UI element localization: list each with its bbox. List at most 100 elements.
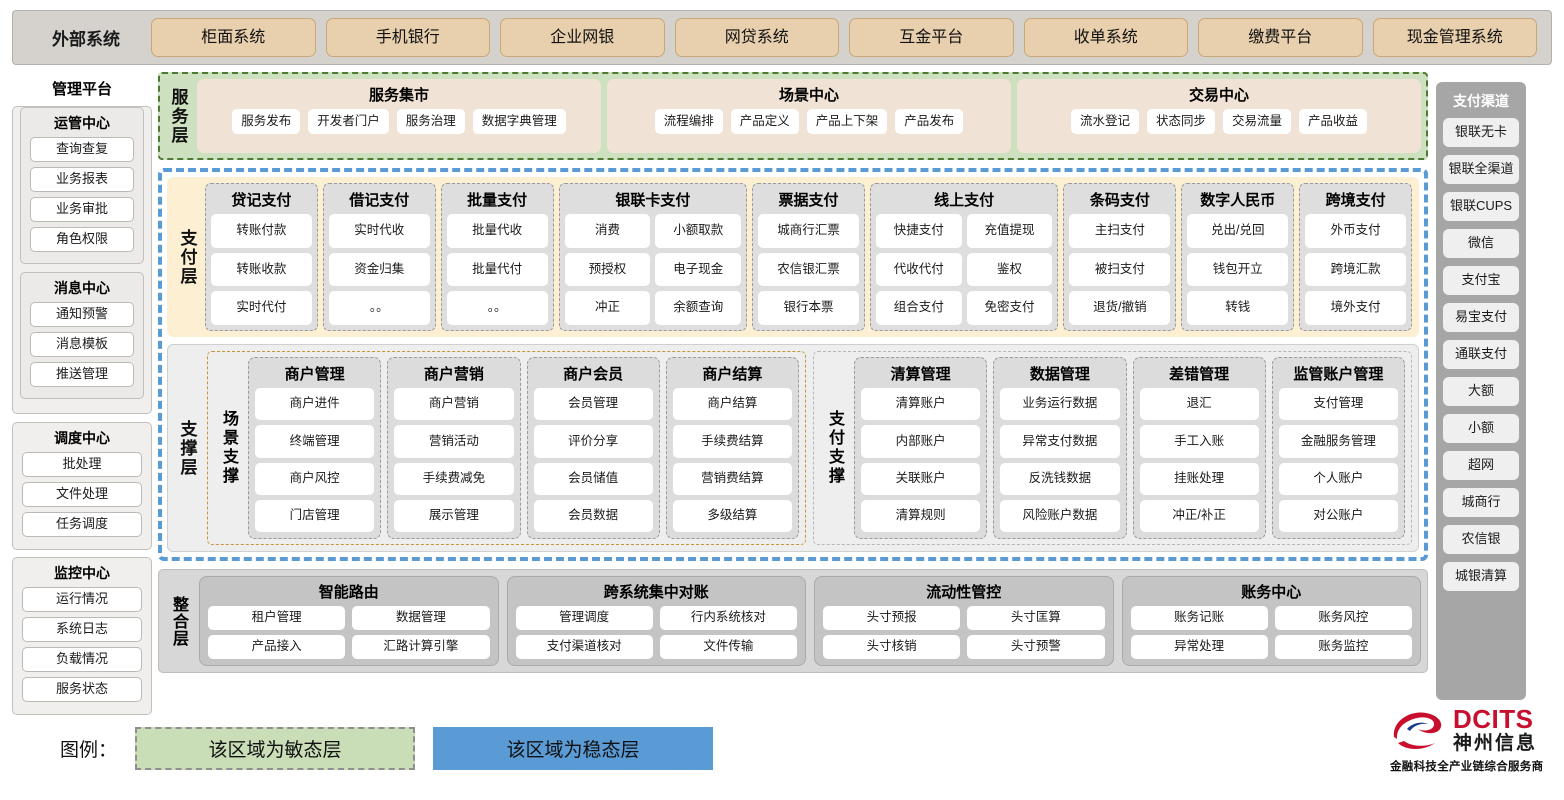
external-system-chip[interactable]: 企业网银 <box>500 18 665 57</box>
integration-item[interactable]: 数据管理 <box>352 606 489 630</box>
payment-item[interactable]: 城商行汇票 <box>758 214 859 248</box>
payment-item[interactable]: 免密支付 <box>967 291 1053 325</box>
integration-item[interactable]: 租户管理 <box>208 606 345 630</box>
support-item[interactable]: 清算账户 <box>861 388 980 420</box>
payment-channel-item[interactable]: 银联全渠道 <box>1443 155 1519 184</box>
sidebar-item[interactable]: 业务报表 <box>30 167 134 192</box>
support-item[interactable]: 门店管理 <box>255 500 374 532</box>
support-item[interactable]: 会员管理 <box>534 388 653 420</box>
payment-item[interactable]: 冲正 <box>565 291 651 325</box>
payment-channel-item[interactable]: 银联CUPS <box>1443 192 1519 221</box>
support-item[interactable]: 个人账户 <box>1279 463 1398 495</box>
integration-item[interactable]: 异常处理 <box>1131 635 1268 659</box>
sidebar-item[interactable]: 系统日志 <box>22 617 142 642</box>
payment-channel-item[interactable]: 银联无卡 <box>1443 118 1519 147</box>
payment-channel-item[interactable]: 超网 <box>1443 451 1519 480</box>
external-system-chip[interactable]: 收单系统 <box>1024 18 1189 57</box>
support-item[interactable]: 风险账户数据 <box>1000 500 1119 532</box>
support-item[interactable]: 评价分享 <box>534 425 653 457</box>
support-item[interactable]: 商户进件 <box>255 388 374 420</box>
payment-item[interactable]: 主扫支付 <box>1069 214 1170 248</box>
payment-item[interactable]: 退货/撤销 <box>1069 291 1170 325</box>
integration-item[interactable]: 账务风控 <box>1275 606 1412 630</box>
integration-item[interactable]: 产品接入 <box>208 635 345 659</box>
integration-item[interactable]: 账务监控 <box>1275 635 1412 659</box>
support-item[interactable]: 展示管理 <box>394 500 513 532</box>
payment-item[interactable]: 转账付款 <box>211 214 312 248</box>
service-item[interactable]: 产品收益 <box>1299 109 1367 134</box>
support-item[interactable]: 挂账处理 <box>1140 463 1259 495</box>
sidebar-item[interactable]: 负载情况 <box>22 647 142 672</box>
integration-item[interactable]: 头寸匡算 <box>967 606 1104 630</box>
payment-channel-item[interactable]: 通联支付 <box>1443 340 1519 369</box>
payment-channel-item[interactable]: 城银清算 <box>1443 562 1519 591</box>
support-item[interactable]: 会员储值 <box>534 463 653 495</box>
payment-item[interactable]: 转账收款 <box>211 253 312 287</box>
payment-item[interactable]: 组合支付 <box>876 291 962 325</box>
external-system-chip[interactable]: 柜面系统 <box>151 18 316 57</box>
payment-item[interactable]: 兑出/兑回 <box>1187 214 1288 248</box>
sidebar-item[interactable]: 角色权限 <box>30 227 134 252</box>
payment-item[interactable]: 消费 <box>565 214 651 248</box>
support-item[interactable]: 手工入账 <box>1140 425 1259 457</box>
payment-item[interactable]: 银行本票 <box>758 291 859 325</box>
support-item[interactable]: 反洗钱数据 <box>1000 463 1119 495</box>
payment-channel-item[interactable]: 大额 <box>1443 377 1519 406</box>
support-item[interactable]: 手续费减免 <box>394 463 513 495</box>
service-item[interactable]: 交易流量 <box>1223 109 1291 134</box>
support-item[interactable]: 支付管理 <box>1279 388 1398 420</box>
payment-item[interactable]: 。。 <box>329 291 430 325</box>
payment-item[interactable]: 余额查询 <box>655 291 741 325</box>
integration-item[interactable]: 头寸预报 <box>823 606 960 630</box>
sidebar-item[interactable]: 通知预警 <box>30 302 134 327</box>
sidebar-item[interactable]: 任务调度 <box>22 512 142 537</box>
payment-item[interactable]: 批量代付 <box>447 253 548 287</box>
service-item[interactable]: 流程编排 <box>655 109 723 134</box>
payment-channel-item[interactable]: 城商行 <box>1443 488 1519 517</box>
payment-item[interactable]: 实时代付 <box>211 291 312 325</box>
payment-item[interactable]: 境外支付 <box>1305 291 1406 325</box>
external-system-chip[interactable]: 手机银行 <box>326 18 491 57</box>
external-system-chip[interactable]: 现金管理系统 <box>1373 18 1538 57</box>
payment-item[interactable]: 电子现金 <box>655 253 741 287</box>
external-system-chip[interactable]: 缴费平台 <box>1198 18 1363 57</box>
sidebar-item[interactable]: 批处理 <box>22 452 142 477</box>
support-item[interactable]: 业务运行数据 <box>1000 388 1119 420</box>
payment-channel-item[interactable]: 农信银 <box>1443 525 1519 554</box>
payment-channel-item[interactable]: 微信 <box>1443 229 1519 258</box>
payment-channel-item[interactable]: 小额 <box>1443 414 1519 443</box>
integration-item[interactable]: 汇路计算引擎 <box>352 635 489 659</box>
payment-item[interactable]: 农信银汇票 <box>758 253 859 287</box>
payment-channel-item[interactable]: 支付宝 <box>1443 266 1519 295</box>
external-system-chip[interactable]: 互金平台 <box>849 18 1014 57</box>
support-item[interactable]: 营销费结算 <box>673 463 792 495</box>
payment-item[interactable]: 资金归集 <box>329 253 430 287</box>
support-item[interactable]: 商户风控 <box>255 463 374 495</box>
service-item[interactable]: 状态同步 <box>1147 109 1215 134</box>
service-item[interactable]: 开发者门户 <box>308 109 389 134</box>
sidebar-item[interactable]: 查询查复 <box>30 137 134 162</box>
integration-item[interactable]: 支付渠道核对 <box>516 635 653 659</box>
support-item[interactable]: 对公账户 <box>1279 500 1398 532</box>
sidebar-item[interactable]: 服务状态 <box>22 677 142 702</box>
payment-item[interactable]: 实时代收 <box>329 214 430 248</box>
sidebar-item[interactable]: 推送管理 <box>30 362 134 387</box>
support-item[interactable]: 商户结算 <box>673 388 792 420</box>
service-item[interactable]: 服务发布 <box>232 109 300 134</box>
payment-item[interactable]: 批量代收 <box>447 214 548 248</box>
integration-item[interactable]: 头寸核销 <box>823 635 960 659</box>
payment-item[interactable]: 钱包开立 <box>1187 253 1288 287</box>
service-item[interactable]: 流水登记 <box>1071 109 1139 134</box>
support-item[interactable]: 商户营销 <box>394 388 513 420</box>
payment-item[interactable]: 鉴权 <box>967 253 1053 287</box>
service-item[interactable]: 产品定义 <box>731 109 799 134</box>
payment-item[interactable]: 被扫支付 <box>1069 253 1170 287</box>
support-item[interactable]: 冲正/补正 <box>1140 500 1259 532</box>
payment-item[interactable]: 外币支付 <box>1305 214 1406 248</box>
payment-channel-item[interactable]: 易宝支付 <box>1443 303 1519 332</box>
external-system-chip[interactable]: 网贷系统 <box>675 18 840 57</box>
payment-item[interactable]: 跨境汇款 <box>1305 253 1406 287</box>
sidebar-item[interactable]: 消息模板 <box>30 332 134 357</box>
integration-item[interactable]: 账务记账 <box>1131 606 1268 630</box>
payment-item[interactable]: 代收代付 <box>876 253 962 287</box>
